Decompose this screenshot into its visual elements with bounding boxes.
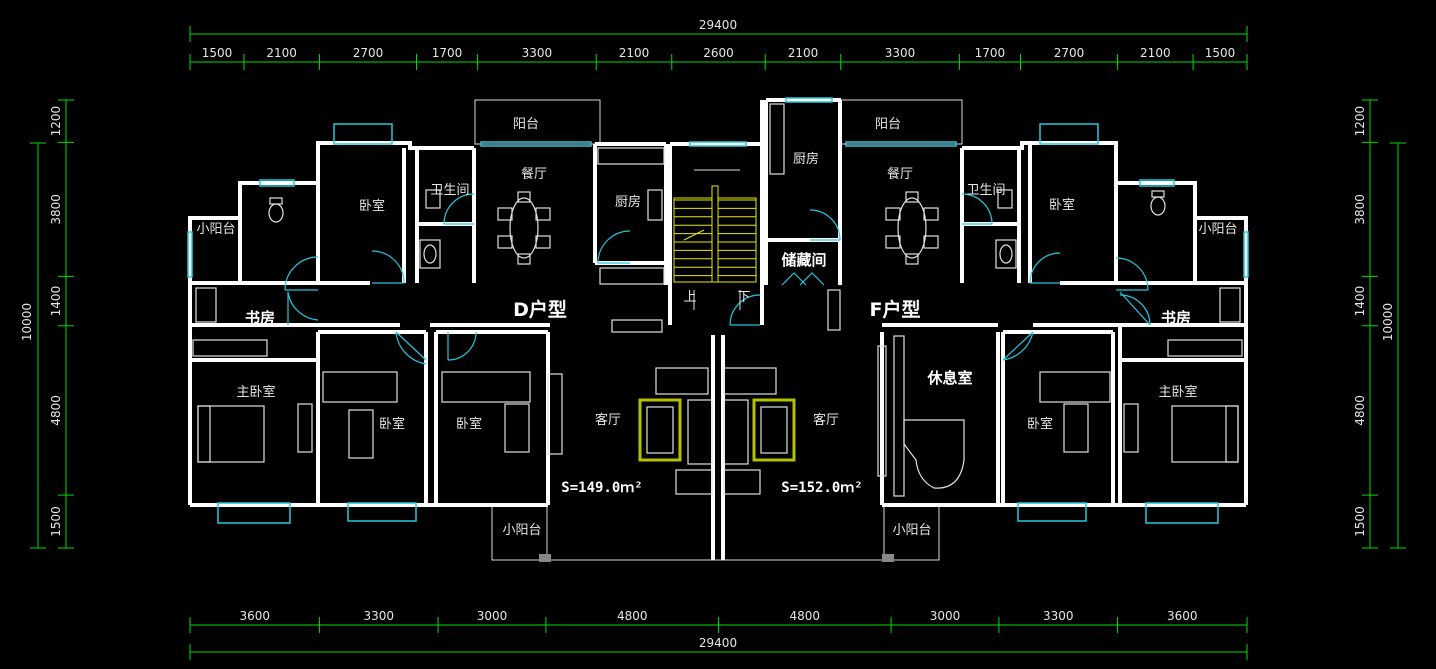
room-bedroom-lower-right: 卧室: [1027, 416, 1053, 432]
dim-left-total: 10000: [20, 303, 34, 341]
room-bedroom-top-right: 卧室: [1049, 197, 1075, 213]
dim-right-segment-0: 1200: [1353, 106, 1367, 137]
dim-bottom-segment-3: 4800: [617, 609, 648, 623]
balconies: [474, 99, 963, 562]
dim-top-segment-12: 1500: [1205, 46, 1236, 60]
unit-f-area: S=152.0ｍ²: [781, 480, 862, 496]
dim-top-total: 29400: [699, 18, 737, 32]
dim-right-total: 10000: [1381, 303, 1395, 341]
dim-left-segment-4: 1500: [49, 506, 63, 537]
dim-top-segment-1: 2100: [266, 46, 297, 60]
dim-bottom-segment-7: 3600: [1167, 609, 1198, 623]
room-bedroom-top-left: 卧室: [359, 198, 385, 214]
dim-bottom-segment-1: 3300: [363, 609, 394, 623]
windows: [187, 97, 1249, 524]
dim-bottom-segment-0: 3600: [239, 609, 270, 623]
dim-bottom-segment-2: 3000: [477, 609, 508, 623]
room-dining-right: 餐厅: [887, 166, 913, 182]
dim-top-segment-7: 2100: [788, 46, 819, 60]
room-bedroom-lower-left: 卧室: [379, 416, 405, 432]
stair-up-label: 上: [683, 290, 696, 305]
room-storage: 储藏间: [781, 251, 826, 269]
dim-top-segment-6: 2600: [703, 46, 734, 60]
room-balcony-right: 阳台: [875, 117, 901, 132]
dim-right-segment-3: 4800: [1353, 395, 1367, 426]
doors: [284, 193, 1151, 365]
room-labels: 小阳台 卧室 卫生间 餐厅 阳台 厨房 厨房 阳台 餐厅 卫生间 卧室 小阳台 …: [196, 117, 1237, 538]
room-small-balcony-right: 小阳台: [1198, 222, 1237, 237]
stair-down-label: 下: [737, 290, 750, 305]
dim-left-segment-3: 4800: [49, 395, 63, 426]
unit-d-area: S=149.0ｍ²: [561, 480, 642, 496]
dim-bottom-segment-5: 3000: [930, 609, 961, 623]
dim-right-segment-4: 1500: [1353, 506, 1367, 537]
room-study-left: 书房: [245, 309, 275, 327]
room-bathroom-right: 卫生间: [966, 183, 1005, 198]
dim-left-segment-2: 1400: [49, 286, 63, 317]
dim-top-segment-2: 2700: [353, 46, 384, 60]
dimension-lines: [30, 26, 1406, 660]
room-dining-left: 餐厅: [521, 166, 547, 182]
room-study-right: 书房: [1161, 309, 1191, 327]
walls: [188, 98, 1248, 560]
room-bathroom-left: 卫生间: [430, 183, 469, 198]
dim-top-segment-5: 2100: [619, 46, 650, 60]
stairs: [673, 169, 757, 310]
dim-bottom-total: 29400: [699, 636, 737, 650]
dim-bottom-segment-6: 3300: [1043, 609, 1074, 623]
dim-right-segment-1: 3800: [1353, 194, 1367, 225]
room-master-bedroom-right: 主卧室: [1158, 384, 1197, 400]
room-lounge: 休息室: [926, 369, 972, 387]
dim-left-segment-0: 1200: [49, 106, 63, 137]
unit-d-label: D户型: [513, 298, 567, 321]
dining-table-left: [497, 191, 551, 265]
room-kitchen-right: 厨房: [793, 151, 819, 167]
dim-right-segment-2: 1400: [1353, 286, 1367, 317]
furniture: [192, 103, 1243, 497]
dim-bottom-segment-4: 4800: [790, 609, 821, 623]
dim-top-segment-11: 2100: [1140, 46, 1171, 60]
dim-top-segment-10: 2700: [1054, 46, 1085, 60]
room-small-balcony-left: 小阳台: [196, 222, 235, 237]
room-balcony-left: 阳台: [513, 117, 539, 132]
room-master-bedroom-left: 主卧室: [236, 384, 275, 400]
room-small-balcony-bottom-right: 小阳台: [892, 523, 931, 538]
room-living-right: 客厅: [813, 412, 839, 428]
room-kitchen-left: 厨房: [615, 194, 641, 210]
room-bedroom-lower-mid-left: 卧室: [456, 416, 482, 432]
dim-top-segment-8: 3300: [885, 46, 916, 60]
dim-top-segment-4: 3300: [522, 46, 553, 60]
room-small-balcony-bottom-left: 小阳台: [502, 523, 541, 538]
dim-top-segment-0: 1500: [202, 46, 233, 60]
room-living-left: 客厅: [595, 412, 621, 428]
unit-f-label: F户型: [870, 298, 921, 321]
dim-top-segment-3: 1700: [432, 46, 463, 60]
dim-top-segment-9: 1700: [975, 46, 1006, 60]
dim-left-segment-1: 3800: [49, 194, 63, 225]
dining-table-right: [885, 191, 939, 265]
